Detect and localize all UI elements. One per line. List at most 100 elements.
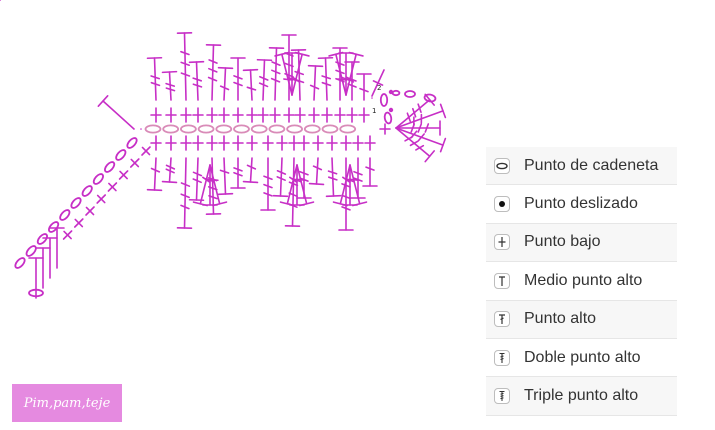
fan-stitch bbox=[291, 51, 310, 96]
tall-stitch bbox=[230, 157, 246, 189]
tall-stitch bbox=[188, 157, 205, 202]
tall-stitch bbox=[242, 68, 259, 101]
fan-stitch bbox=[345, 51, 364, 96]
tip-chain-stitch bbox=[383, 111, 393, 125]
tall-stitch bbox=[161, 70, 178, 101]
stem-single-crochet bbox=[96, 194, 106, 204]
tall-stitch bbox=[146, 56, 163, 101]
single-crochet-stitch bbox=[192, 107, 204, 123]
tall-stitch bbox=[230, 57, 246, 101]
single-crochet-stitch bbox=[340, 135, 352, 151]
stem-single-crochet bbox=[118, 170, 129, 180]
tall-stitch bbox=[260, 157, 276, 211]
single-crochet-stitch bbox=[218, 135, 230, 151]
tip-chain-stitch bbox=[379, 93, 389, 107]
chain-stitch bbox=[144, 124, 162, 134]
chain-stitch bbox=[339, 124, 357, 134]
tip-fan-stitch bbox=[395, 103, 447, 129]
tall-stitch bbox=[338, 157, 354, 231]
tall-stitch bbox=[362, 157, 378, 187]
legend-item-treble-crochet: Doble punto alto bbox=[486, 338, 677, 378]
stem-single-crochet bbox=[130, 158, 140, 168]
stem-single-crochet bbox=[74, 218, 84, 228]
single-crochet-stitch bbox=[269, 107, 281, 123]
single-crochet-stitch bbox=[206, 135, 218, 151]
legend-item-single-crochet: Punto bajo bbox=[486, 223, 677, 263]
single-crochet-stitch bbox=[150, 135, 162, 151]
brand-logo: Pim,pam,teje bbox=[12, 384, 122, 422]
tall-stitch bbox=[176, 157, 193, 229]
tall-stitch bbox=[217, 157, 234, 196]
stem-chain-stitch bbox=[36, 233, 48, 245]
tip-fan-stitch bbox=[395, 93, 436, 129]
legend-label: Punto bajo bbox=[524, 233, 601, 251]
chain-stitch bbox=[197, 124, 215, 134]
half-double-crochet-icon bbox=[494, 272, 510, 289]
legend-label: Punto de cadeneta bbox=[524, 156, 659, 174]
tip-fan-stitch bbox=[395, 127, 436, 163]
tall-stitch bbox=[308, 157, 325, 186]
stem-chain-stitch bbox=[115, 149, 127, 161]
tall-stitch bbox=[325, 157, 342, 198]
stem-chain-stitch bbox=[70, 197, 82, 209]
single-crochet-stitch bbox=[246, 107, 258, 123]
tall-stitch bbox=[242, 157, 259, 184]
slip-stitch bbox=[388, 107, 394, 113]
tip-single-crochet bbox=[0, 0, 373, 99]
chain-stitch bbox=[179, 124, 197, 134]
single-crochet-stitch bbox=[165, 135, 177, 151]
double-treble-crochet-icon bbox=[494, 388, 510, 405]
fan-stitch bbox=[208, 164, 228, 207]
stem-chain-stitch bbox=[59, 209, 71, 221]
single-crochet-stitch bbox=[276, 135, 288, 151]
single-crochet-stitch bbox=[150, 107, 162, 123]
tall-stitch bbox=[307, 64, 324, 101]
single-crochet-stitch bbox=[288, 135, 300, 151]
single-crochet-stitch bbox=[298, 135, 310, 151]
tall-stitch bbox=[317, 56, 334, 101]
legend-label: Doble punto alto bbox=[524, 348, 641, 366]
chain-stitch bbox=[321, 124, 339, 134]
tip-fan-stitch bbox=[395, 120, 441, 136]
legend-label: Medio punto alto bbox=[524, 271, 643, 289]
fan-stitch bbox=[279, 164, 298, 207]
single-crochet-stitch bbox=[283, 107, 295, 123]
stem-chain-stitch bbox=[81, 185, 93, 197]
tip-chain-stitch bbox=[404, 90, 416, 98]
single-crochet-stitch bbox=[352, 135, 364, 151]
stem-post-stitch bbox=[35, 247, 51, 289]
single-crochet-stitch bbox=[246, 135, 258, 151]
upper-stitches bbox=[0, 0, 372, 130]
corner-stitch bbox=[97, 95, 135, 130]
crochet-diagram: 1 2 bbox=[0, 0, 447, 299]
tall-stitch bbox=[290, 48, 307, 101]
single-crochet-stitch bbox=[257, 107, 269, 123]
single-crochet-stitch bbox=[180, 135, 192, 151]
single-crochet-icon bbox=[494, 234, 510, 251]
single-crochet-stitch bbox=[346, 107, 358, 123]
stem bbox=[14, 137, 151, 299]
single-crochet-stitch bbox=[326, 135, 338, 151]
legend-item-double-treble-crochet: Triple punto alto bbox=[486, 377, 677, 416]
single-crochet-stitch bbox=[165, 107, 177, 123]
stem-chain-stitch bbox=[92, 173, 104, 185]
chain-stitch bbox=[303, 124, 321, 134]
legend-item-double-crochet: Punto alto bbox=[486, 300, 677, 339]
stem-single-crochet bbox=[85, 206, 95, 216]
legend-label: Triple punto alto bbox=[524, 387, 639, 405]
double-crochet-icon bbox=[494, 311, 510, 328]
legend-item-slip-stitch: Punto deslizado bbox=[486, 185, 677, 224]
slip-stitch bbox=[388, 89, 394, 95]
tip-single-crochet bbox=[379, 123, 391, 135]
slip-stitch-icon bbox=[494, 196, 510, 213]
tip-single-crochet bbox=[371, 69, 385, 97]
tip bbox=[0, 0, 447, 163]
tip-chain-stitch bbox=[391, 89, 401, 97]
single-crochet-stitch bbox=[312, 135, 324, 151]
tall-stitch bbox=[256, 58, 273, 101]
chain-stitch bbox=[233, 124, 250, 134]
stem-post-stitch bbox=[49, 227, 65, 269]
stem-chain-stitch bbox=[25, 245, 37, 257]
stem-chain-stitch bbox=[104, 161, 116, 173]
lower-stitches bbox=[146, 135, 378, 231]
